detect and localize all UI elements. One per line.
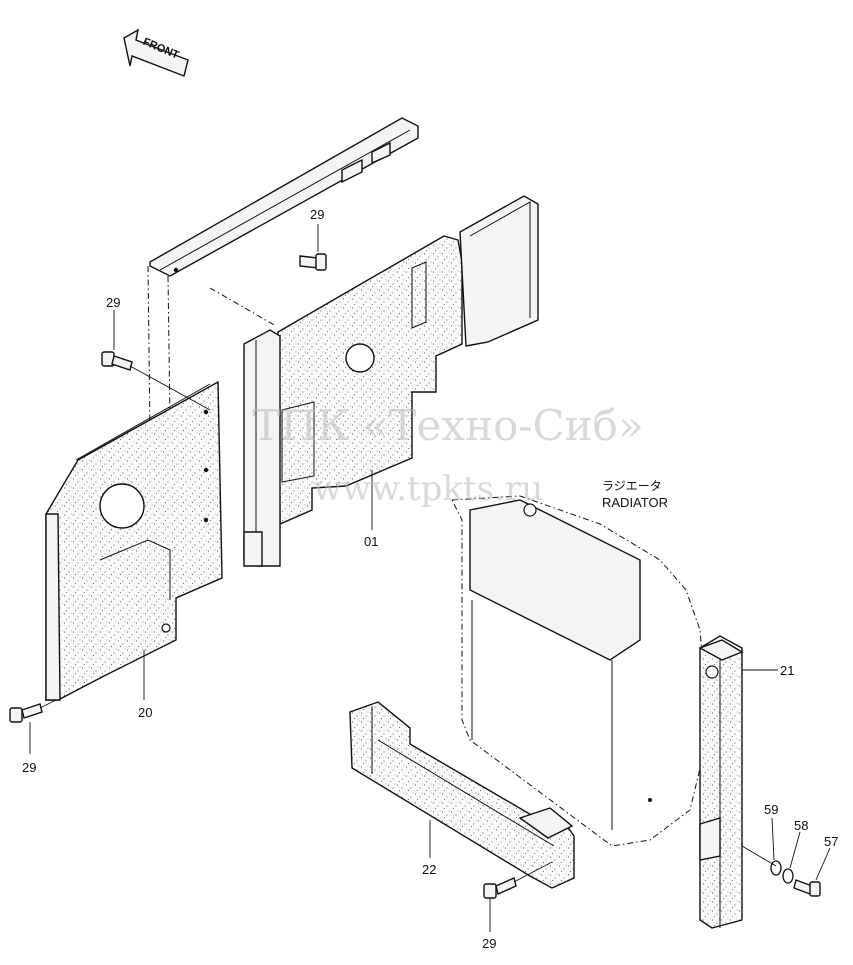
callout-20: 20 bbox=[138, 705, 152, 720]
washer-59 bbox=[770, 860, 782, 876]
side-plate-20 bbox=[45, 380, 223, 701]
leader-lines bbox=[29, 224, 831, 932]
callout-29-top: 29 bbox=[310, 207, 324, 222]
bracket-22 bbox=[349, 701, 575, 889]
bolt-29-bottom bbox=[483, 861, 553, 899]
callout-21: 21 bbox=[780, 663, 794, 678]
bolt-57 bbox=[793, 879, 821, 897]
callout-22: 22 bbox=[422, 862, 436, 877]
front-arrow: FRONT bbox=[123, 28, 189, 77]
callout-29-left: 29 bbox=[106, 295, 120, 310]
callout-29-bottom: 29 bbox=[482, 936, 496, 951]
bolt-29-left bbox=[101, 351, 211, 411]
frame-rail bbox=[147, 117, 419, 431]
radiator-label-japanese: ラジエータ bbox=[602, 479, 662, 493]
bracket-21 bbox=[698, 635, 744, 929]
bolt-29-top bbox=[299, 253, 327, 271]
radiator-label-english: RADIATOR bbox=[602, 495, 668, 510]
callout-01: 01 bbox=[364, 534, 378, 549]
lock-washer-58 bbox=[782, 868, 794, 884]
watermark-line-1: ТПК «Техно-Сиб» bbox=[252, 401, 643, 450]
callout-57: 57 bbox=[824, 834, 838, 849]
watermark-line-2: www.tpkts.ru bbox=[313, 469, 543, 509]
callout-29-lower-left: 29 bbox=[22, 760, 36, 775]
callout-59: 59 bbox=[764, 802, 778, 817]
shroud-plate-01 bbox=[209, 195, 539, 567]
bolt-29-lower-left bbox=[9, 699, 57, 723]
callout-58: 58 bbox=[794, 818, 808, 833]
